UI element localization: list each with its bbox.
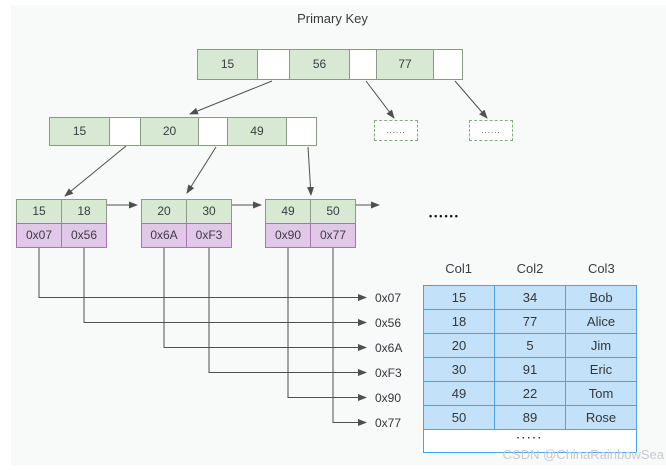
table-cell: 77 xyxy=(494,309,566,334)
row-pointer-cell: 0x56 xyxy=(61,223,107,248)
row-pointer-cell: 0x6A xyxy=(141,223,187,248)
pointer-label: 0x56 xyxy=(375,316,402,330)
table-cell: Tom xyxy=(565,381,637,406)
root-node: 15 56 77 xyxy=(197,49,463,80)
table-cell: 5 xyxy=(494,333,566,358)
table-cell: Eric xyxy=(565,357,637,382)
internal-key-cell: 49 xyxy=(227,117,287,146)
internal-child-pointer-cell xyxy=(286,117,317,146)
table-cell: Bob xyxy=(565,285,637,310)
internal-child-pointer-cell xyxy=(198,117,228,146)
leaf-key-cell: 20 xyxy=(141,199,187,224)
table-column-header: Col1 xyxy=(445,261,473,276)
table-cell: Alice xyxy=(565,309,637,334)
table-column-header: Col3 xyxy=(587,261,615,276)
table-row: 30 91 Eric xyxy=(423,357,637,382)
table-cell: 89 xyxy=(494,405,566,430)
leaf-key-cell: 50 xyxy=(310,199,356,224)
leaf-pointer-row: 0x90 0x77 xyxy=(265,223,356,248)
table-cell: 50 xyxy=(423,405,495,430)
overflow-node: ...... xyxy=(469,120,513,141)
table-row: 18 77 Alice xyxy=(423,309,637,334)
table-header-row: Col1 Col2 Col3 xyxy=(423,261,637,276)
pointer-label: 0x77 xyxy=(375,416,402,430)
root-child-pointer-cell xyxy=(257,49,290,80)
internal-key-cell: 20 xyxy=(140,117,199,146)
leaf-pointer-row: 0x07 0x56 xyxy=(16,223,107,248)
table-cell: 34 xyxy=(494,285,566,310)
table-cell: 30 xyxy=(423,357,495,382)
root-key-cell: 15 xyxy=(197,49,258,80)
table-more-row: ····· xyxy=(423,429,637,453)
table-cell: 22 xyxy=(494,381,566,406)
leaf-key-row: 20 30 xyxy=(141,199,232,224)
watermark: CSDN @ChinaRainbowSea xyxy=(502,447,664,462)
root-key-cell: 77 xyxy=(376,49,434,80)
leaf-key-cell: 30 xyxy=(186,199,232,224)
overflow-node: ...... xyxy=(374,120,418,141)
table-row: 20 5 Jim xyxy=(423,333,637,358)
table-cell: 49 xyxy=(423,381,495,406)
pointer-label: 0x07 xyxy=(375,291,402,305)
root-child-pointer-cell xyxy=(433,49,463,80)
row-pointer-cell: 0x77 xyxy=(310,223,356,248)
table-row: 15 34 Bob xyxy=(423,285,637,310)
leaf-key-row: 15 18 xyxy=(16,199,107,224)
row-pointer-cell: 0x07 xyxy=(16,223,62,248)
primary-key-title: Primary Key xyxy=(297,11,368,26)
data-table: 15 34 Bob 18 77 Alice 20 5 Jim 30 91 Eri… xyxy=(423,285,637,453)
leaf-ellipsis: •••••• xyxy=(429,211,460,221)
table-cell: 18 xyxy=(423,309,495,334)
root-child-pointer-cell xyxy=(349,49,377,80)
leaf-pointer-row: 0x6A 0xF3 xyxy=(141,223,232,248)
table-cell: 20 xyxy=(423,333,495,358)
leaf-key-row: 49 50 xyxy=(265,199,356,224)
leaf-key-cell: 18 xyxy=(61,199,107,224)
leaf-node: 15 18 0x07 0x56 xyxy=(16,199,107,248)
row-pointer-cell: 0xF3 xyxy=(186,223,232,248)
internal-key-cell: 15 xyxy=(49,117,110,146)
table-column-header: Col2 xyxy=(516,261,544,276)
leaf-key-cell: 49 xyxy=(265,199,311,224)
table-row: 49 22 Tom xyxy=(423,381,637,406)
pointer-label: 0x90 xyxy=(375,391,402,405)
table-cell: Rose xyxy=(565,405,637,430)
table-cell: 91 xyxy=(494,357,566,382)
internal-node: 15 20 49 xyxy=(49,117,317,146)
internal-child-pointer-cell xyxy=(109,117,141,146)
table-cell: 15 xyxy=(423,285,495,310)
leaf-node: 20 30 0x6A 0xF3 xyxy=(141,199,232,248)
leaf-key-cell: 15 xyxy=(16,199,62,224)
row-pointer-cell: 0x90 xyxy=(265,223,311,248)
pointer-label: 0x6A xyxy=(375,341,403,355)
pointer-label: 0xF3 xyxy=(375,366,402,380)
table-row: 50 89 Rose xyxy=(423,405,637,430)
table-cell: Jim xyxy=(565,333,637,358)
leaf-node: 49 50 0x90 0x77 xyxy=(265,199,356,248)
root-key-cell: 56 xyxy=(289,49,350,80)
